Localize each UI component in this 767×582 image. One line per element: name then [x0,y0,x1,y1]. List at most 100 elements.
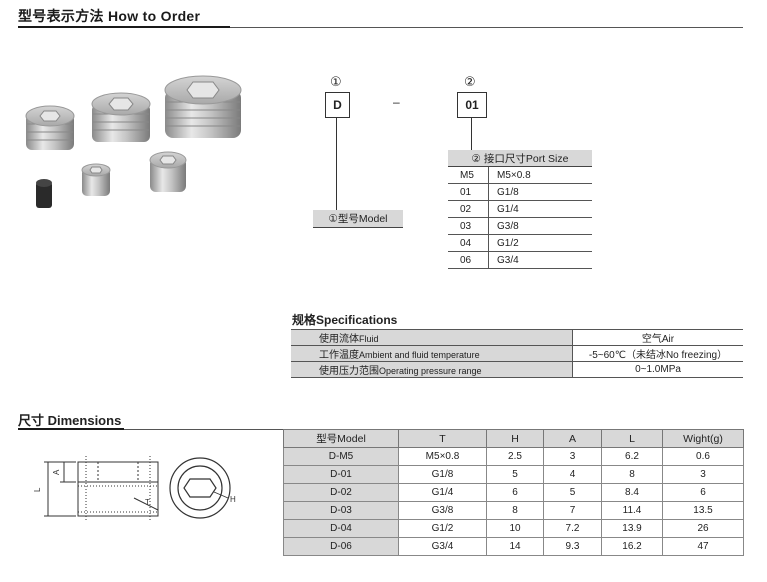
circle-marker-2: ② [464,74,476,89]
cell-weight: 47 [662,537,744,556]
cell-l: 8 [601,465,663,484]
title-underline [18,26,230,28]
spec-value: 空气Air [572,330,743,346]
spec-value: 0~1.0MPa [572,361,743,378]
col-header: T [398,429,487,448]
col-header: Wight(g) [662,429,744,448]
cell-a: 7.2 [543,519,602,538]
side-view [44,456,159,522]
cell-t: M5×0.8 [398,447,487,466]
spec-label-en: Fluid [359,334,379,344]
port-code: 04 [448,234,489,252]
spec-label-en: Operating pressure range [379,366,482,376]
cell-h: 8 [486,501,544,520]
cell-l: 11.4 [601,501,663,520]
cell-model: D-04 [283,519,399,538]
cell-model: D-03 [283,501,399,520]
plug-black [36,179,52,208]
port-size: G1/8 [488,183,592,201]
table-header-row: 型号Model T H A L Wight(g) [283,429,744,448]
col-header: A [543,429,602,448]
dimension-drawing: L A T H [33,456,236,522]
col-header: L [601,429,663,448]
table-row: 使用流体Fluid 空气Air [291,330,743,346]
spec-label-cn: 使用压力范围 [319,366,379,377]
cell-a: 7 [543,501,602,520]
cell-t: G1/8 [398,465,487,484]
port-size: G3/4 [488,251,592,269]
plug-small [25,105,75,150]
cell-weight: 13.5 [662,501,744,520]
cell-l: 8.4 [601,483,663,502]
circle-marker-1: ① [330,74,342,89]
cell-h: 14 [486,537,544,556]
spec-label: 使用流体Fluid [291,330,573,346]
cell-a: 5 [543,483,602,502]
cell-weight: 26 [662,519,744,538]
section-divider [230,27,743,28]
cell-a: 3 [543,447,602,466]
table-row: D-04 G1/2 10 7.2 13.9 26 [283,519,744,538]
cell-t: G1/2 [398,519,487,538]
port-size: G3/8 [488,217,592,235]
cell-t: G3/4 [398,537,487,556]
cell-a: 9.3 [543,537,602,556]
section-title-how-to-order: 型号表示方法 How to Order [18,8,201,24]
cell-t: G1/4 [398,483,487,502]
cell-model: D-02 [283,483,399,502]
cell-weight: 3 [662,465,744,484]
product-photo [25,75,242,208]
dim-label-l: L [33,487,42,492]
cell-model: D-01 [283,465,399,484]
cell-model: D-06 [283,537,399,556]
table-row: D-06 G3/4 14 9.3 16.2 47 [283,537,744,556]
plug-mini-2 [81,163,111,196]
title-underline [18,428,124,430]
cell-h: 5 [486,465,544,484]
port-code: 06 [448,251,489,269]
model-leader-line [336,117,337,211]
col-header: H [486,429,544,448]
cell-t: G3/8 [398,501,487,520]
cell-l: 6.2 [601,447,663,466]
cell-a: 4 [543,465,602,484]
port-code: 02 [448,200,489,218]
plug-large [164,75,242,138]
specifications-table: 使用流体Fluid 空气Air 工作温度Ambient and fluid te… [291,330,743,378]
specifications-title: 规格Specifications [292,313,398,327]
port-size-header: ② 接口尺寸Port Size [448,150,592,167]
spec-label-cn: 工作温度 [319,350,359,361]
spec-label-cn: 使用流体 [319,334,359,345]
port-size: G1/4 [488,200,592,218]
port-size: M5×0.8 [488,166,592,184]
cell-h: 2.5 [486,447,544,466]
table-row: D-M5 M5×0.8 2.5 3 6.2 0.6 [283,447,744,466]
model-code-box: D [325,92,350,118]
table-row: 使用压力范围Operating pressure range 0~1.0MPa [291,361,743,378]
plug-medium [91,92,151,142]
spec-label-en: Ambient and fluid temperature [359,350,480,360]
dim-label-a: A [52,469,61,475]
port-size: G1/2 [488,234,592,252]
spec-label: 工作温度Ambient and fluid temperature [291,345,573,362]
cell-h: 10 [486,519,544,538]
spec-label: 使用压力范围Operating pressure range [291,361,573,378]
table-row: 工作温度Ambient and fluid temperature -5~60℃… [291,345,743,362]
plug-mini-1 [149,151,187,192]
dimensions-table: 型号Model T H A L Wight(g) D-M5 M5×0.8 2.5… [283,429,744,556]
spec-top-rule [291,329,743,330]
col-header: 型号Model [283,429,399,448]
cell-h: 6 [486,483,544,502]
code-separator: – [393,95,400,109]
table-row: D-03 G3/8 8 7 11.4 13.5 [283,501,744,520]
end-view [169,457,231,519]
cell-model: D-M5 [283,447,399,466]
spec-value: -5~60℃（未结冰No freezing） [572,345,743,362]
